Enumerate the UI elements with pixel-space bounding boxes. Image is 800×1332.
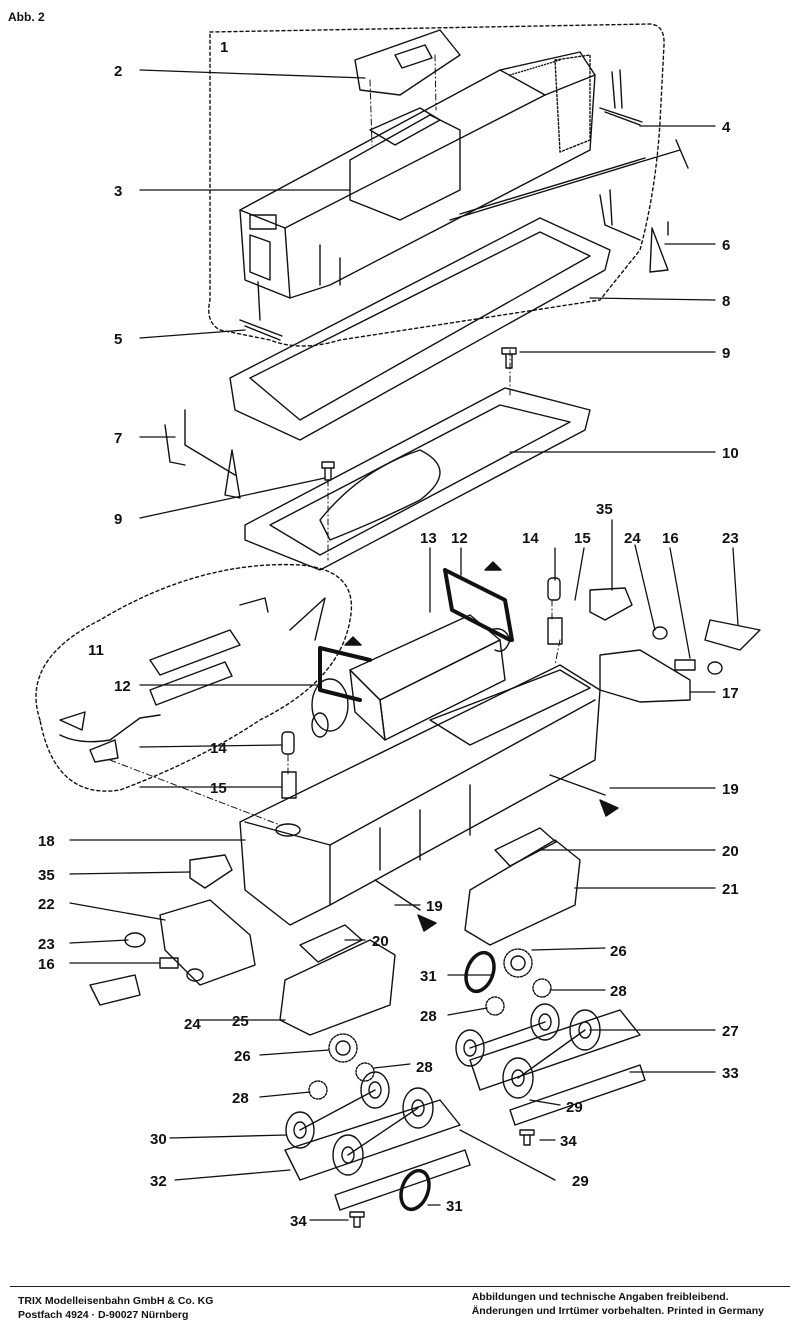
- publisher-name: TRIX Modelleisenbahn GmbH & Co. KG: [18, 1295, 214, 1307]
- callout-label: 9: [722, 345, 730, 362]
- callout-label: 24: [184, 1016, 201, 1033]
- bogie-housing-part-25: [279, 939, 396, 1036]
- callout-label: 20: [722, 843, 739, 860]
- callout-label: 29: [572, 1173, 589, 1190]
- callout-label: 25: [232, 1013, 249, 1030]
- callout-label: 12: [114, 678, 131, 695]
- roof-hatch-part: [354, 29, 461, 96]
- handrail-part-5: [239, 281, 283, 341]
- callout-label: 31: [420, 968, 437, 985]
- bogie-housing-part-21: [464, 839, 581, 946]
- wheelset-part-30: [284, 1071, 471, 1211]
- callout-label: 18: [38, 833, 55, 850]
- handrail-part-6: [599, 189, 669, 273]
- figure-label: Abb. 2: [8, 10, 45, 24]
- callout-label: 20: [372, 933, 389, 950]
- coupling-part-17: [599, 649, 691, 703]
- callout-label: 12: [451, 530, 468, 547]
- callout-label: 14: [210, 740, 227, 757]
- callout-label: 10: [722, 445, 739, 462]
- callout-label: 33: [722, 1065, 739, 1082]
- callout-label: 17: [722, 685, 739, 702]
- frame-part-8: [229, 217, 611, 441]
- legal-notice: Abbildungen und technische Angaben freib…: [472, 1290, 764, 1318]
- callout-label: 11: [88, 642, 104, 659]
- callout-label: 2: [114, 63, 122, 80]
- legal-notice-line-1: Abbildungen und technische Angaben freib…: [471, 1291, 729, 1303]
- callout-label: 16: [38, 956, 55, 973]
- callout-label: 22: [38, 896, 55, 913]
- callout-label: 32: [150, 1173, 167, 1190]
- exploded-parts-diagram: 1 2 3 4 5 6 7 8 9 9 10 11 12 12 13 14 14…: [35, 23, 761, 1230]
- axle-part-19: [374, 774, 606, 911]
- motor-part-13: [311, 614, 511, 741]
- spring-part-15: [547, 617, 563, 645]
- callout-label: 1: [220, 39, 228, 56]
- chassis-plate-part-10: [244, 387, 591, 571]
- callout-label: 19: [722, 781, 739, 798]
- callout-label: 16: [662, 530, 679, 547]
- locomotive-body: [239, 51, 596, 299]
- callout-label: 7: [114, 430, 122, 447]
- screw-part-34: [519, 1129, 535, 1146]
- callout-label: 26: [610, 943, 627, 960]
- callout-label: 35: [38, 867, 55, 884]
- callout-label: 13: [420, 530, 437, 547]
- callout-label: 28: [610, 983, 627, 1000]
- callout-label: 31: [446, 1198, 463, 1215]
- motor-bracket-12: [443, 568, 514, 642]
- callout-label: 26: [234, 1048, 251, 1065]
- callout-label: 28: [420, 1008, 437, 1025]
- callout-label: 27: [722, 1023, 739, 1040]
- callout-label: 9: [114, 511, 122, 528]
- gear-part-28: [532, 978, 552, 998]
- callout-label: 30: [150, 1131, 167, 1148]
- footer-divider: [10, 1286, 790, 1287]
- brush-part-14: [547, 577, 561, 601]
- chassis-part-18: [239, 664, 601, 926]
- callout-label: 23: [38, 936, 55, 953]
- group-1-outline: [208, 23, 665, 347]
- callout-label: 3: [114, 183, 122, 200]
- callout-label: 21: [722, 881, 739, 898]
- gear-part-26: [503, 948, 533, 978]
- handrail-part-4: [599, 69, 643, 126]
- legal-notice-line-2: Änderungen und Irrtümer vorbehalten. Pri…: [471, 1305, 764, 1317]
- screw-part-9: [501, 347, 517, 369]
- callout-label: 28: [416, 1059, 433, 1076]
- callout-label: 15: [210, 780, 227, 797]
- callout-label: 15: [574, 530, 591, 547]
- coupling-part-22: [159, 899, 256, 986]
- wheelset-part-27: [455, 1003, 646, 1126]
- callout-label: 14: [522, 530, 539, 547]
- callout-label: 6: [722, 237, 730, 254]
- callout-label: 5: [114, 331, 122, 348]
- callout-label: 35: [596, 501, 613, 518]
- callout-label: 19: [426, 898, 443, 915]
- callout-label: 34: [290, 1213, 307, 1230]
- callout-labels: 1 2 3 4 5 6 7 8 9 9 10 11 12 12 13 14 14…: [38, 39, 739, 1230]
- callout-label: 29: [566, 1099, 583, 1116]
- group-11-outline: [35, 563, 352, 792]
- callout-label: 4: [722, 119, 731, 136]
- publisher-address: TRIX Modelleisenbahn GmbH & Co. KG Postf…: [18, 1294, 213, 1322]
- publisher-postbox: Postfach 4924 · D-90027 Nürnberg: [18, 1309, 189, 1321]
- callout-label: 23: [722, 530, 739, 547]
- callout-label: 8: [722, 293, 730, 310]
- handrail-part-7: [164, 409, 241, 499]
- contact-part-35: [589, 587, 633, 621]
- callout-label: 24: [624, 530, 641, 547]
- traction-ring-part-31: [464, 950, 496, 994]
- callout-label: 28: [232, 1090, 249, 1107]
- callout-label: 34: [560, 1133, 577, 1150]
